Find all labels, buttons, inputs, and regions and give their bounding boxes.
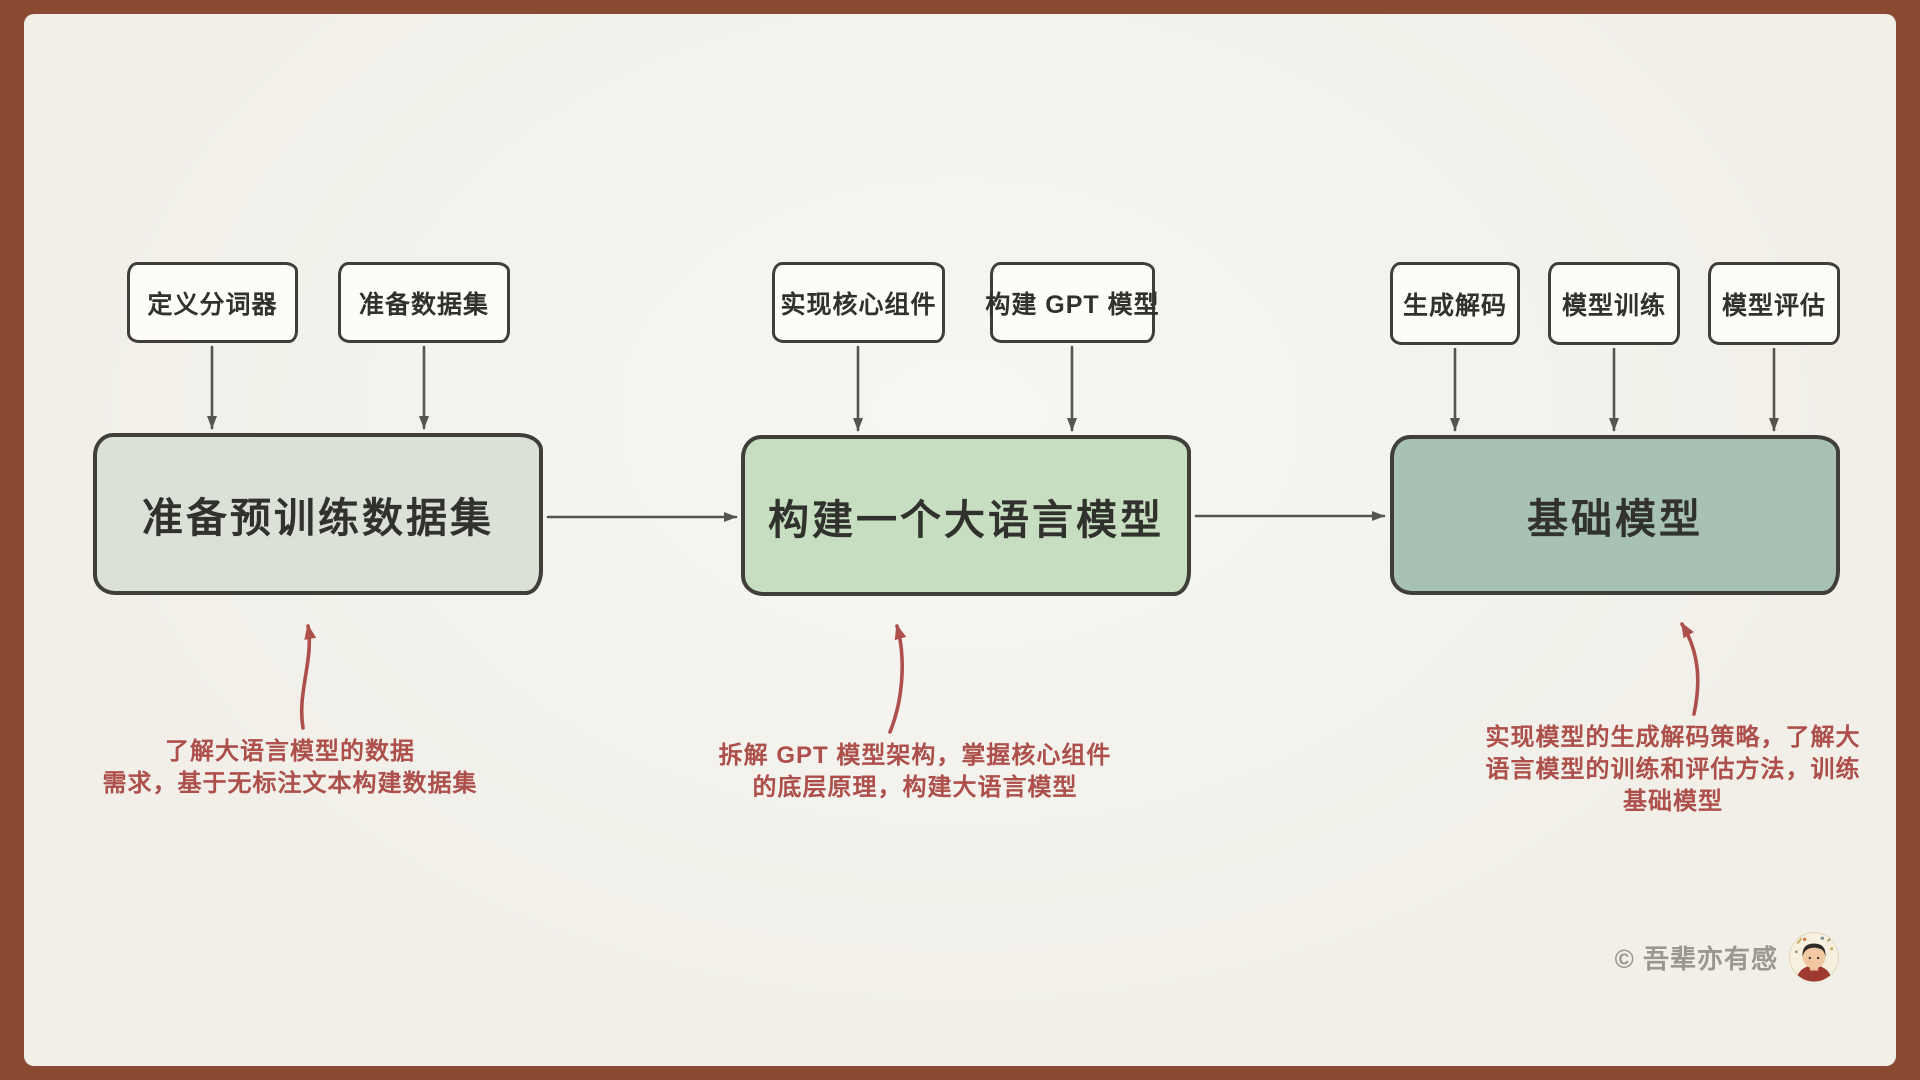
step-box-core-components: 实现核心组件 (772, 262, 945, 343)
step-box-label: 准备数据集 (358, 290, 489, 319)
annotation-line: 语言模型的训练和评估方法，训练 (1485, 756, 1861, 783)
step-box-generate-decode: 生成解码 (1390, 262, 1520, 345)
step-box-label: 定义分词器 (147, 290, 278, 319)
stage-box-build-llm: 构建一个大语言模型 (741, 435, 1191, 596)
author-avatar-icon (1789, 932, 1839, 982)
stage-box-label: 构建一个大语言模型 (768, 496, 1164, 543)
step-box-label: 构建 GPT 模型 (985, 290, 1160, 319)
step-box-define-tokenizer: 定义分词器 (127, 262, 298, 343)
annotation-line: 拆解 GPT 模型架构，掌握核心组件 (718, 742, 1112, 769)
step-box-prepare-dataset: 准备数据集 (338, 262, 510, 343)
annotation-line: 实现模型的生成解码策略，了解大 (1485, 724, 1861, 751)
annotation-line: 基础模型 (1623, 788, 1723, 815)
watermark: © 吾辈亦有感 (1600, 928, 1840, 986)
step-box-model-eval: 模型评估 (1708, 262, 1840, 345)
annotation-line: 需求，基于无标注文本构建数据集 (102, 770, 478, 797)
annotation-line: 了解大语言模型的数据 (165, 738, 415, 765)
step-box-label: 实现核心组件 (780, 290, 937, 319)
step-box-label: 模型训练 (1561, 291, 1666, 320)
stage-box-label: 基础模型 (1527, 496, 1703, 542)
step-box-model-training: 模型训练 (1548, 262, 1680, 345)
stage-box-base-model: 基础模型 (1390, 435, 1840, 595)
step-box-label: 生成解码 (1402, 291, 1507, 320)
annotation-line: 的底层原理，构建大语言模型 (752, 774, 1078, 801)
stage-box-label: 准备预训练数据集 (142, 495, 494, 541)
annotation-pretraining-data: 了解大语言模型的数据 需求，基于无标注文本构建数据集 (65, 736, 515, 800)
stage-box-pretraining-data: 准备预训练数据集 (93, 433, 543, 595)
watermark-text: © 吾辈亦有感 (1614, 943, 1778, 974)
step-box-build-gpt: 构建 GPT 模型 (985, 262, 1159, 343)
step-box-label: 模型评估 (1721, 291, 1826, 320)
annotation-build-llm: 拆解 GPT 模型架构，掌握核心组件 的底层原理，构建大语言模型 (690, 740, 1140, 804)
annotation-base-model: 实现模型的生成解码策略，了解大 语言模型的训练和评估方法，训练 基础模型 (1448, 722, 1898, 818)
